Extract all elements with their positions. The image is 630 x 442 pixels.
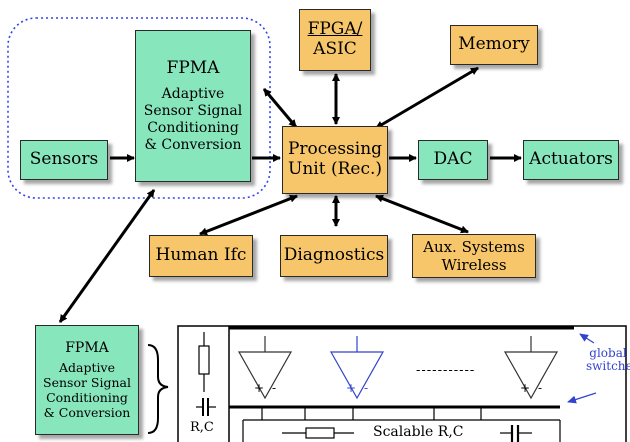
global-label: global <box>589 346 627 360</box>
memory-block: Memory <box>450 25 538 65</box>
aux-systems-block: Aux. Systems Wireless <box>412 234 536 278</box>
fpma-bottom-title: FPMA <box>65 339 109 356</box>
opamp-1 <box>237 351 293 400</box>
fpma-top-line: Conditioning <box>147 119 239 136</box>
fpma-bottom-line: Sensor Signal <box>43 375 131 391</box>
opamp-2-minus: - <box>364 381 369 395</box>
switches-label: switches <box>586 359 630 374</box>
opamp-2 <box>329 351 385 400</box>
processing-unit-block: Processing Unit (Rec.) <box>282 126 388 194</box>
fpma-top-line: Sensor Signal <box>143 102 243 119</box>
opamp-3 <box>503 351 559 400</box>
arrow-processing-memory <box>375 66 479 130</box>
fpma-top-line: & Conversion <box>144 136 242 153</box>
processing-label: Processing <box>287 139 383 160</box>
scalable-rc-label: Scalable R,C <box>373 424 464 440</box>
sensors-block: Sensors <box>20 140 108 180</box>
fpma-bottom-block: FPMA Adaptive Sensor Signal Conditioning… <box>35 325 139 435</box>
dac-label: DAC <box>433 149 473 170</box>
curly-brace <box>147 344 169 434</box>
arrow-processing-human-ifc <box>199 194 298 236</box>
memory-label: Memory <box>458 34 530 55</box>
continuation-dashes: ----------- <box>416 363 476 378</box>
actuators-label: Actuators <box>529 149 613 170</box>
human-ifc-label: Human Ifc <box>155 245 247 266</box>
wireless-label: Wireless <box>441 256 507 274</box>
opamp-1-minus: - <box>272 381 277 395</box>
fpma-bottom-line: Adaptive <box>59 360 115 376</box>
opamp-1-plus: + <box>254 381 265 395</box>
fpma-bottom-line: Conditioning <box>46 390 128 406</box>
aux-systems-label: Aux. Systems <box>423 238 525 256</box>
rc-label: R,C <box>190 420 214 435</box>
arrow-processing-aux <box>375 194 469 234</box>
actuators-block: Actuators <box>523 140 619 180</box>
unit-rec-label: Unit (Rec.) <box>288 159 382 179</box>
fpma-bottom-line: & Conversion <box>43 405 131 421</box>
fpma-top-block: FPMA Adaptive Sensor Signal Conditioning… <box>135 30 251 182</box>
dac-block: DAC <box>418 140 488 180</box>
human-ifc-block: Human Ifc <box>149 235 253 277</box>
sensors-label: Sensors <box>29 149 99 170</box>
scalable-resistor <box>305 427 335 439</box>
fpga-label: FPGA/ <box>307 19 363 40</box>
fpma-top-title: FPMA <box>166 57 220 78</box>
resistor-symbol <box>198 345 210 375</box>
arrow-processing-fpma-upper <box>262 88 298 128</box>
switch-arrow-top <box>579 333 595 344</box>
arrow-fpma-link <box>58 189 156 323</box>
global-switches-label: global switches <box>586 346 630 374</box>
opamp-3-minus: - <box>538 381 543 395</box>
diagnostics-block: Diagnostics <box>280 235 388 277</box>
switch-arrow-bottom <box>567 392 597 404</box>
diagnostics-label: Diagnostics <box>283 245 385 266</box>
fpma-top-line: Adaptive <box>161 86 225 103</box>
opamp-2-plus: + <box>346 381 357 395</box>
fpga-asic-block: FPGA/ ASIC <box>299 9 371 71</box>
opamp-3-plus: + <box>520 381 531 395</box>
circuit-frame <box>177 325 627 442</box>
asic-label: ASIC <box>313 39 357 59</box>
